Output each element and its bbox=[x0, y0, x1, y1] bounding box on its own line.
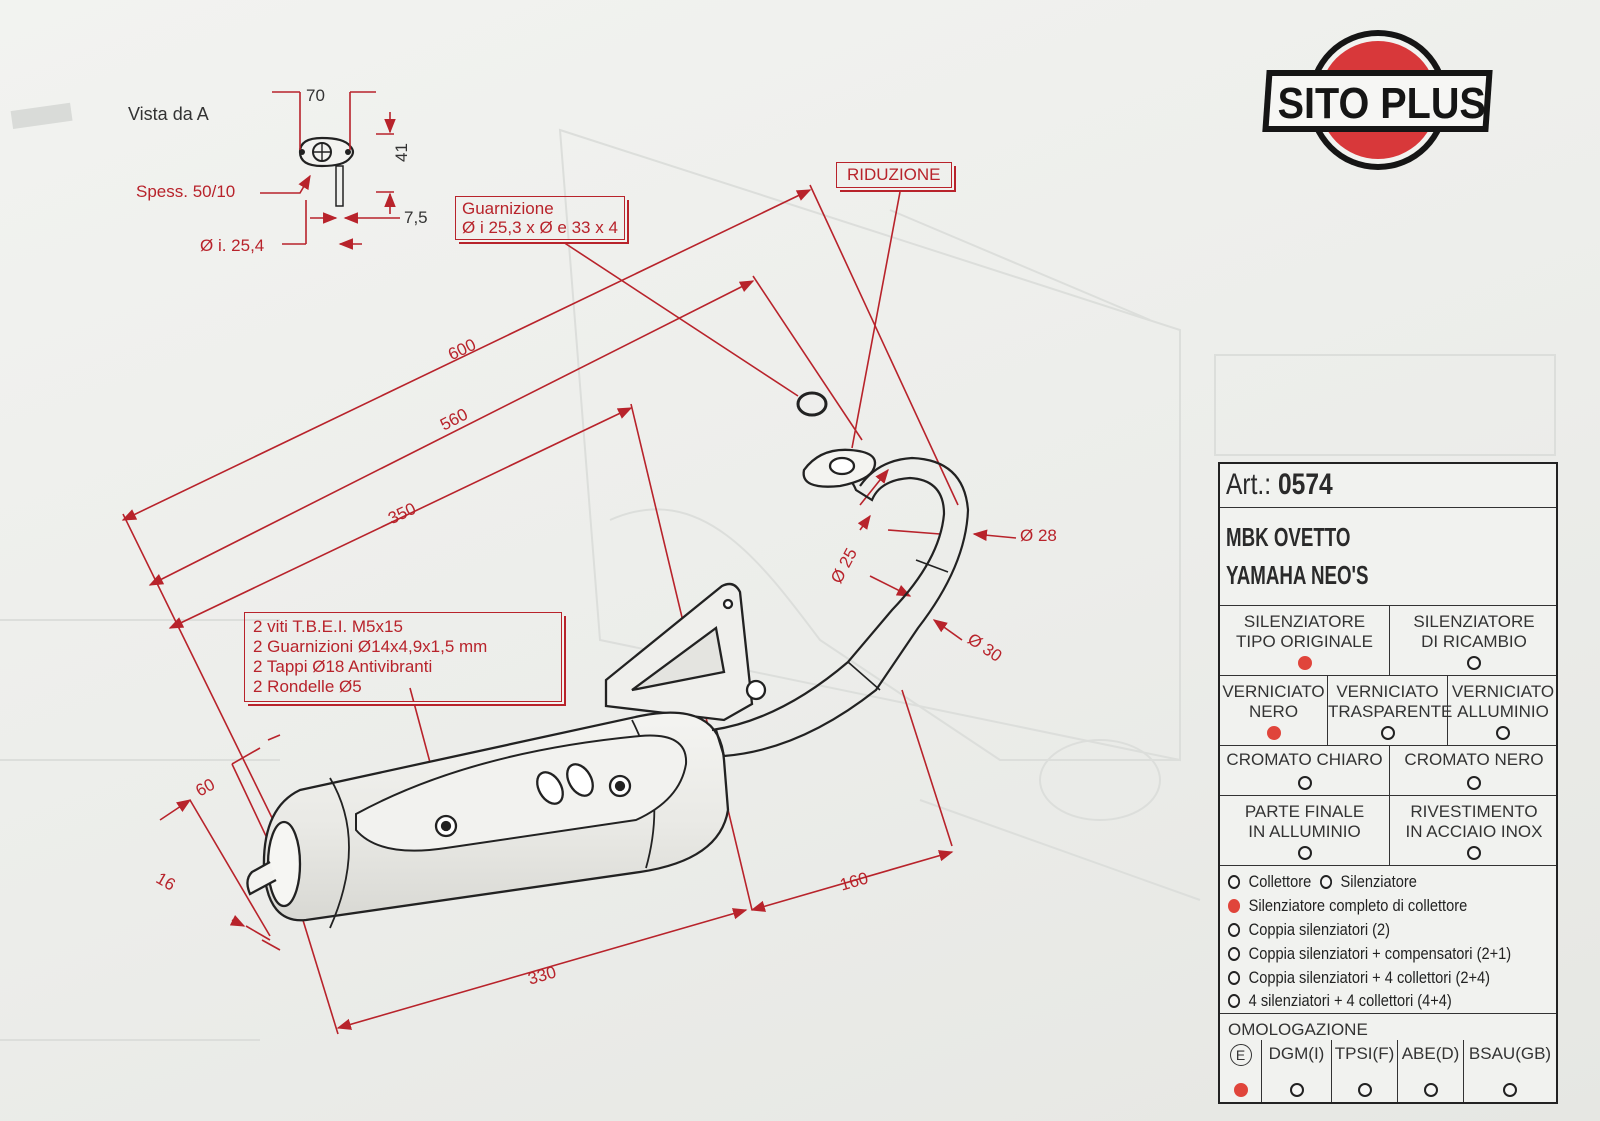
radio-icon bbox=[1467, 846, 1481, 860]
radio-icon bbox=[1289, 1083, 1304, 1097]
dim-o28: Ø 28 bbox=[1020, 526, 1057, 545]
homologation-dgm[interactable]: DGM(I) bbox=[1262, 1040, 1332, 1102]
view-a-title: Vista da A bbox=[128, 104, 209, 124]
inner-diameter-label: Ø i. 25,4 bbox=[200, 236, 265, 255]
reduction-label: RIDUZIONE bbox=[847, 165, 941, 184]
gasket-title: Guarnizione bbox=[462, 199, 554, 218]
art-prefix: Art.: bbox=[1226, 468, 1272, 501]
radio-icon bbox=[1297, 656, 1312, 670]
radio-icon bbox=[1423, 1083, 1438, 1097]
kit-line: 2 Rondelle Ø5 bbox=[253, 677, 362, 696]
art-value: 0574 bbox=[1277, 468, 1333, 501]
radio-icon bbox=[1319, 875, 1332, 889]
sito-plus-logo: SITO PLUS bbox=[1262, 30, 1493, 170]
chrome-option-light[interactable]: CROMATO CHIARO bbox=[1220, 746, 1390, 795]
dim-thickness-gap: 7,5 bbox=[404, 208, 428, 227]
kit-line: 2 viti T.B.E.I. M5x15 bbox=[253, 617, 403, 636]
radio-icon bbox=[1297, 846, 1312, 860]
radio-icon bbox=[1380, 726, 1395, 740]
chrome-option-black[interactable]: CROMATO NERO bbox=[1390, 746, 1558, 795]
models-row: MBK OVETTO YAMAHA NEO'S bbox=[1220, 508, 1556, 606]
radio-icon bbox=[1503, 1083, 1517, 1097]
spec-table: Art.: 0574 MBK OVETTO YAMAHA NEO'S SILEN… bbox=[1218, 462, 1558, 1104]
model-name: YAMAHA NEO'S bbox=[1226, 560, 1369, 590]
art-number: Art.: 0574 bbox=[1226, 468, 1333, 502]
gasket-spec: Ø i 25,3 x Ø e 33 x 4 bbox=[462, 218, 618, 237]
e-mark-icon: E bbox=[1229, 1044, 1252, 1066]
homologation-bsau[interactable]: BSAU(GB) bbox=[1464, 1040, 1556, 1102]
radio-icon bbox=[1297, 776, 1312, 790]
radio-icon bbox=[1228, 947, 1241, 961]
chrome-row: CROMATO CHIARO CROMATO NERO bbox=[1220, 746, 1556, 796]
homologation-e[interactable]: E bbox=[1220, 1040, 1262, 1102]
radio-icon bbox=[1496, 726, 1510, 740]
radio-icon bbox=[1228, 923, 1241, 937]
muffler bbox=[246, 391, 970, 929]
reduction-callout: RIDUZIONE bbox=[836, 162, 952, 188]
gasket-callout: Guarnizione Ø i 25,3 x Ø e 33 x 4 bbox=[455, 196, 625, 240]
dim-height: 41 bbox=[392, 143, 411, 162]
component-option[interactable]: 4 silenziatori + 4 collettori (4+4) bbox=[1228, 991, 1452, 1011]
radio-icon bbox=[1228, 971, 1241, 985]
component-option[interactable]: Coppia silenziatori (2) bbox=[1228, 920, 1390, 940]
radio-icon bbox=[1233, 1083, 1248, 1097]
thickness-label: Spess. 50/10 bbox=[136, 182, 236, 201]
component-option[interactable]: Silenziatore completo di collettore bbox=[1228, 896, 1467, 916]
homologation-title: OMOLOGAZIONE bbox=[1228, 1020, 1368, 1039]
component-option[interactable]: Coppia silenziatori + 4 collettori (2+4) bbox=[1228, 968, 1490, 988]
kit-line: 2 Guarnizioni Ø14x4,9x1,5 mm bbox=[253, 637, 488, 656]
homologation-tpsi[interactable]: TPSI(F) bbox=[1332, 1040, 1398, 1102]
homologation-row: OMOLOGAZIONE E DGM(I) TPSI(F) ABE(D) BSA… bbox=[1220, 1014, 1556, 1102]
kit-line: 2 Tappi Ø18 Antivibranti bbox=[253, 657, 433, 676]
flange-dimensions bbox=[260, 91, 400, 250]
radio-icon bbox=[1266, 726, 1281, 740]
radio-icon bbox=[1228, 875, 1241, 889]
radio-icon bbox=[1467, 776, 1481, 790]
radio-icon bbox=[1357, 1083, 1372, 1097]
flange-detail bbox=[298, 136, 355, 207]
dimension-lines bbox=[121, 184, 1017, 1035]
art-row: Art.: 0574 bbox=[1220, 464, 1556, 508]
radio-icon bbox=[1228, 899, 1241, 913]
model-name: MBK OVETTO bbox=[1226, 522, 1351, 552]
logo-text: SITO PLUS bbox=[1278, 78, 1486, 127]
component-option[interactable]: Coppia silenziatori + compensatori (2+1) bbox=[1228, 944, 1511, 964]
dim-width: 70 bbox=[306, 86, 325, 105]
homologation-abe[interactable]: ABE(D) bbox=[1398, 1040, 1464, 1102]
radio-icon bbox=[1467, 656, 1481, 670]
component-collettore-silenziatore[interactable]: Collettore Silenziatore bbox=[1228, 872, 1417, 892]
radio-icon bbox=[1228, 994, 1241, 1008]
components-row: Collettore Silenziatore Silenziatore com… bbox=[1220, 866, 1556, 1014]
kit-callout: 2 viti T.B.E.I. M5x15 2 Guarnizioni Ø14x… bbox=[244, 612, 562, 702]
